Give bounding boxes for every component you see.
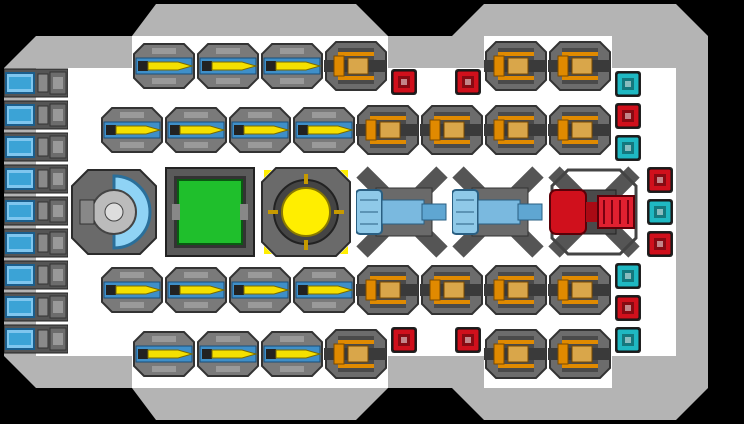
cyan-shield-block-icon[interactable] bbox=[614, 70, 642, 98]
engine-block-icon[interactable] bbox=[4, 196, 68, 226]
red-armor-block-icon[interactable] bbox=[646, 166, 674, 194]
thruster-icon[interactable] bbox=[164, 104, 228, 156]
engine-block-icon[interactable] bbox=[4, 100, 68, 130]
cyan-shield-block-icon[interactable] bbox=[614, 134, 642, 162]
thruster-icon[interactable] bbox=[228, 264, 292, 316]
cannon-icon[interactable] bbox=[420, 264, 484, 316]
thruster-icon[interactable] bbox=[292, 264, 356, 316]
red-armor-block-icon[interactable] bbox=[646, 230, 674, 258]
power-generator-icon[interactable] bbox=[164, 166, 256, 258]
cannon-icon[interactable] bbox=[484, 40, 548, 92]
thruster-icon[interactable] bbox=[260, 40, 324, 92]
cyan-shield-block-icon[interactable] bbox=[614, 326, 642, 354]
engine-block-icon[interactable] bbox=[4, 164, 68, 194]
engine-block-icon[interactable] bbox=[4, 292, 68, 322]
red-railgun-icon[interactable] bbox=[548, 166, 640, 258]
cannon-icon[interactable] bbox=[356, 264, 420, 316]
thruster-icon[interactable] bbox=[100, 104, 164, 156]
thruster-icon[interactable] bbox=[196, 40, 260, 92]
cyan-shield-block-icon[interactable] bbox=[614, 262, 642, 290]
cannon-icon[interactable] bbox=[484, 328, 548, 380]
thruster-icon[interactable] bbox=[196, 328, 260, 380]
red-armor-block-icon[interactable] bbox=[614, 294, 642, 322]
engine-block-icon[interactable] bbox=[4, 132, 68, 162]
thruster-icon[interactable] bbox=[228, 104, 292, 156]
cyan-shield-block-icon[interactable] bbox=[646, 198, 674, 226]
red-armor-block-icon[interactable] bbox=[614, 102, 642, 130]
reactor-core-icon[interactable] bbox=[260, 166, 352, 258]
cannon-icon[interactable] bbox=[548, 104, 612, 156]
thruster-icon[interactable] bbox=[132, 40, 196, 92]
thruster-icon[interactable] bbox=[132, 328, 196, 380]
cannon-icon[interactable] bbox=[548, 264, 612, 316]
blue-railgun-icon[interactable] bbox=[356, 166, 448, 258]
cannon-icon[interactable] bbox=[324, 328, 388, 380]
thruster-icon[interactable] bbox=[260, 328, 324, 380]
cannon-icon[interactable] bbox=[324, 40, 388, 92]
cannon-icon[interactable] bbox=[548, 328, 612, 380]
command-core-icon[interactable] bbox=[68, 166, 160, 258]
red-armor-block-icon[interactable] bbox=[390, 68, 418, 96]
thruster-icon[interactable] bbox=[100, 264, 164, 316]
cannon-icon[interactable] bbox=[420, 104, 484, 156]
cannon-icon[interactable] bbox=[484, 104, 548, 156]
red-armor-block-icon[interactable] bbox=[454, 326, 482, 354]
engine-block-icon[interactable] bbox=[4, 68, 68, 98]
engine-block-icon[interactable] bbox=[4, 228, 68, 258]
red-armor-block-icon[interactable] bbox=[454, 68, 482, 96]
thruster-icon[interactable] bbox=[164, 264, 228, 316]
thruster-icon[interactable] bbox=[292, 104, 356, 156]
cannon-icon[interactable] bbox=[356, 104, 420, 156]
engine-block-icon[interactable] bbox=[4, 260, 68, 290]
engine-block-icon[interactable] bbox=[4, 324, 68, 354]
red-armor-block-icon[interactable] bbox=[390, 326, 418, 354]
blue-railgun-icon[interactable] bbox=[452, 166, 544, 258]
cannon-icon[interactable] bbox=[548, 40, 612, 92]
cannon-icon[interactable] bbox=[484, 264, 548, 316]
